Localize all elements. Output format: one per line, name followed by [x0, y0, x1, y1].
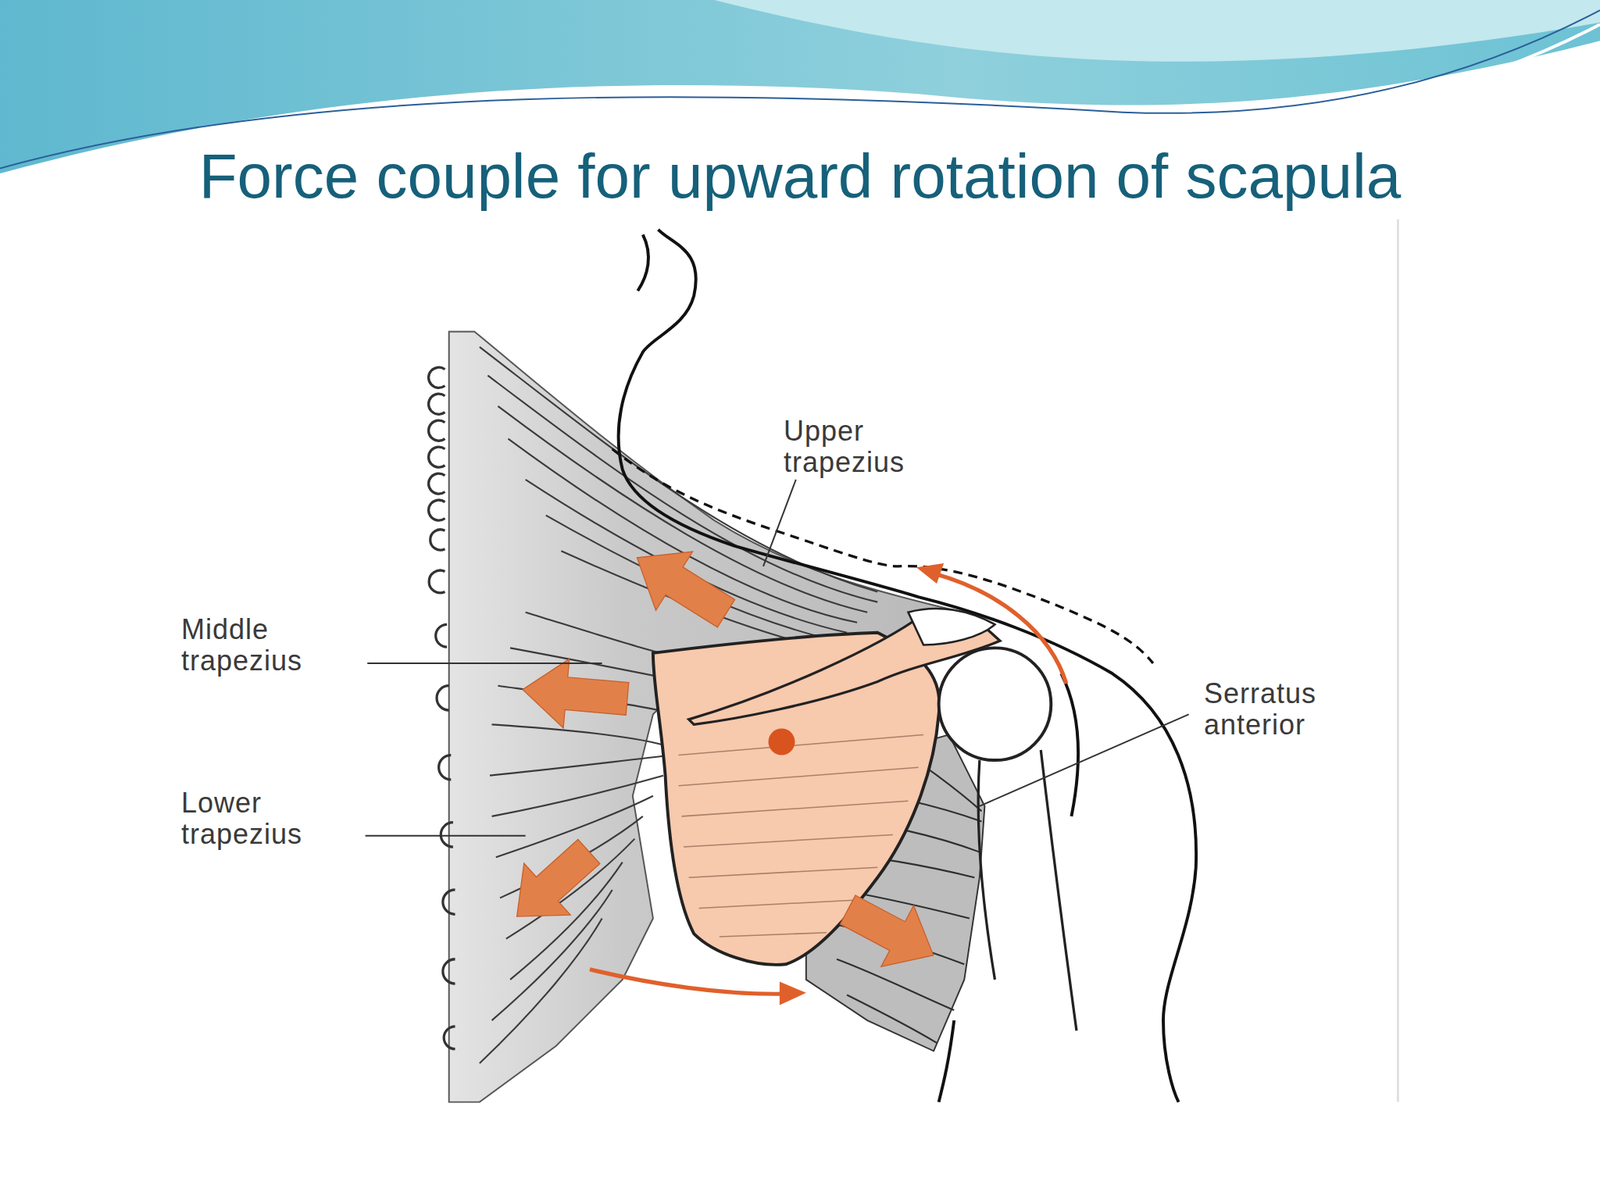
muscle-label: Upper trapezius — [783, 415, 964, 479]
vertebrae-part-part — [428, 420, 446, 441]
rotation-axis — [768, 728, 796, 756]
scapula-bone-part-part — [699, 900, 858, 908]
leader-lines-part — [365, 835, 526, 837]
elevated-outline-part — [612, 449, 1154, 664]
force-arrows-part — [519, 654, 631, 733]
elevated-outline — [612, 449, 1154, 664]
frame-line-part — [1396, 219, 1400, 1103]
rotation-arrows-part — [933, 573, 1067, 684]
vertebrae-part-part — [439, 755, 452, 780]
scapula-bone-part — [678, 734, 924, 937]
scapula-bone-part-part — [678, 767, 919, 786]
scapula-bone-part-part — [678, 734, 924, 755]
scapula-bone — [653, 608, 1000, 965]
vertebrae-part-part — [440, 822, 454, 847]
vertebrae — [428, 367, 456, 1049]
vertebrae-part-part — [428, 446, 446, 468]
vertebrae-part-part — [428, 473, 446, 494]
body-outline-part — [637, 234, 649, 291]
force-arrows-part — [831, 878, 950, 986]
trapezius-muscle-part-part — [492, 775, 664, 817]
trapezius-muscle-part-part — [489, 755, 674, 776]
humerus-part — [1040, 750, 1077, 1031]
trapezius-muscle-part-part — [492, 724, 664, 745]
muscle-label: Serratus anterior — [1203, 678, 1384, 741]
force-arrows-part — [618, 528, 745, 643]
body-outline-part — [939, 1020, 955, 1102]
force-arrows-part — [493, 825, 613, 943]
leader-lines-part — [763, 479, 797, 567]
vertebrae-part-part — [435, 624, 447, 647]
vertebrae-part — [428, 367, 456, 1049]
scapula-bone-part-part — [719, 932, 827, 937]
header-wave-part — [714, 0, 1600, 62]
body-outline — [618, 229, 1197, 1103]
scapula-bone-part-part — [681, 800, 908, 817]
rotation-arrows-part — [589, 969, 784, 994]
frame-line — [1397, 219, 1399, 1103]
arrow-heads — [779, 563, 944, 1006]
leader-lines — [365, 479, 1190, 836]
muscle-label: Middle trapezius — [181, 614, 361, 677]
humerus — [939, 647, 1077, 1031]
scapula-bone-part-part — [689, 867, 879, 878]
body-outline-part — [1060, 673, 1079, 817]
muscle-label: Lower trapezius — [181, 787, 361, 850]
body-outline-part — [618, 229, 1197, 1103]
rotation-axis-part — [768, 728, 796, 756]
scapula-bone-part-part — [683, 834, 893, 847]
serratus-anterior-part-part — [836, 959, 954, 1011]
serratus-anterior-part-part — [846, 994, 937, 1043]
vertebrae-part-part — [428, 500, 446, 521]
vertebrae-part-part — [430, 529, 446, 550]
slide-title: Force couple for upward rotation of scap… — [0, 140, 1600, 213]
force-arrows — [493, 528, 950, 986]
vertebrae-part-part — [428, 367, 446, 388]
humerus-part — [978, 760, 995, 980]
vertebrae-part-part — [428, 393, 446, 415]
leader-lines-part — [367, 662, 602, 665]
humerus-part — [939, 647, 1052, 761]
vertebrae-part-part — [443, 1026, 455, 1050]
trapezius-muscle-part-part — [479, 918, 603, 1064]
arrow-heads-part — [779, 981, 807, 1005]
leader-lines-part — [979, 714, 1190, 807]
vertebrae-part-part — [428, 570, 445, 593]
arrow-heads-part — [916, 563, 944, 584]
vertebrae-part-part — [436, 685, 450, 711]
rotation-arrows — [589, 573, 1067, 994]
vertebrae-part-part — [442, 889, 456, 915]
vertebrae-part-part — [442, 959, 456, 984]
